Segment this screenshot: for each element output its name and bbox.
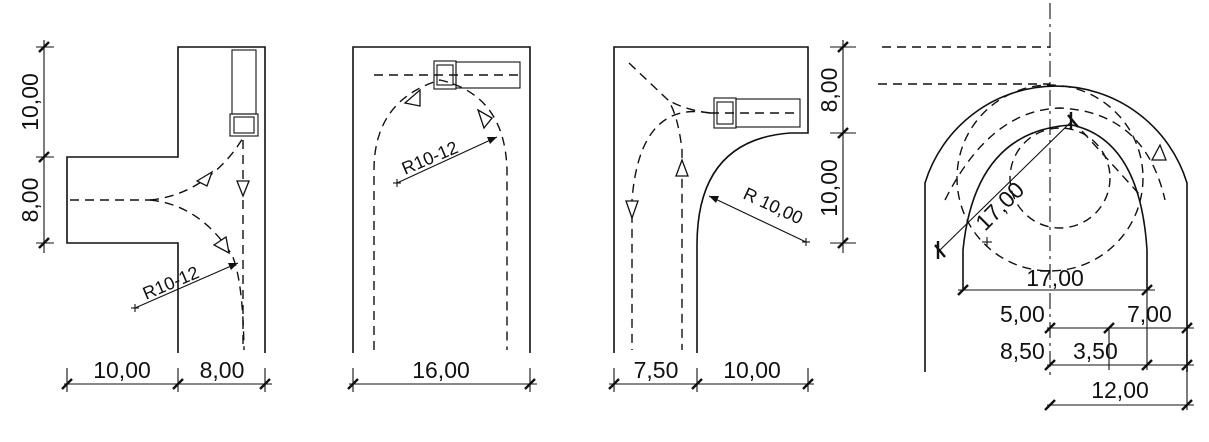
small-turning-circle [1009, 127, 1111, 229]
radius-arrow [228, 263, 238, 270]
dim-height-top: 8,00 [816, 68, 842, 113]
dim-width: 16,00 [412, 357, 470, 383]
radius-label: R10-12 [399, 137, 461, 178]
direction-arrow [675, 158, 689, 177]
dim-width-right: 10,00 [723, 357, 781, 383]
diagonal-line [1071, 119, 1141, 196]
radius-line [134, 262, 239, 309]
direction-arrow [212, 235, 230, 255]
direction-arrow [625, 200, 639, 220]
turn-loop [373, 79, 508, 350]
outer-loop [924, 85, 1188, 372]
direction-arrow [236, 180, 250, 198]
dim-total-width: 12,00 [1091, 377, 1149, 403]
bay-outline [613, 46, 809, 353]
diagram-corner-turn: R 10,00 7,50 10,00 8,00 10,00 [608, 40, 856, 392]
turn-path-upper [149, 137, 244, 201]
radius-arrow [487, 137, 497, 144]
diagram-t-turnaround: R10-12 10,00 8,00 10,00 8,00 [17, 40, 272, 392]
radius-line [708, 195, 807, 243]
direction-arrow [403, 88, 421, 107]
bay-outline [352, 46, 531, 353]
turning-circle [956, 84, 1144, 272]
dim-height-top: 10,00 [17, 73, 43, 131]
radius-label: R 10,00 [740, 183, 806, 228]
dim-lane-width: 3,50 [1073, 338, 1118, 364]
t-outline [66, 46, 266, 353]
vehicle [433, 60, 521, 90]
dim-center-offset: 8,50 [1000, 338, 1045, 364]
path-arc [944, 107, 1166, 201]
diagonal-path [628, 62, 683, 350]
diagram-turning-loop: 17,00 17,00 5,00 7,00 8,50 3,50 12,00 [878, 3, 1194, 411]
dim-inner-width: 17,00 [1026, 265, 1084, 291]
radius-line [939, 119, 1074, 251]
turn-path-2 [667, 99, 711, 114]
dim-height-bottom: 10,00 [816, 159, 842, 217]
direction-arrow [476, 108, 493, 130]
dim-width-left: 10,00 [93, 357, 151, 383]
radius-line [396, 136, 498, 184]
dim-width-left: 7,50 [634, 357, 679, 383]
direction-arrow [1150, 143, 1167, 161]
dim-height-bottom: 8,00 [17, 178, 43, 223]
radius-label: R10-12 [140, 262, 202, 303]
dim-offset-right: 7,00 [1127, 301, 1172, 327]
dim-width-right: 8,00 [200, 357, 245, 383]
dim-offset-left: 5,00 [1000, 301, 1045, 327]
turn-path [631, 110, 711, 350]
vehicle [229, 49, 259, 137]
diagram-u-turn: R10-12 16,00 [347, 46, 537, 392]
direction-arrow [195, 170, 214, 187]
radius-arrow [709, 196, 719, 203]
